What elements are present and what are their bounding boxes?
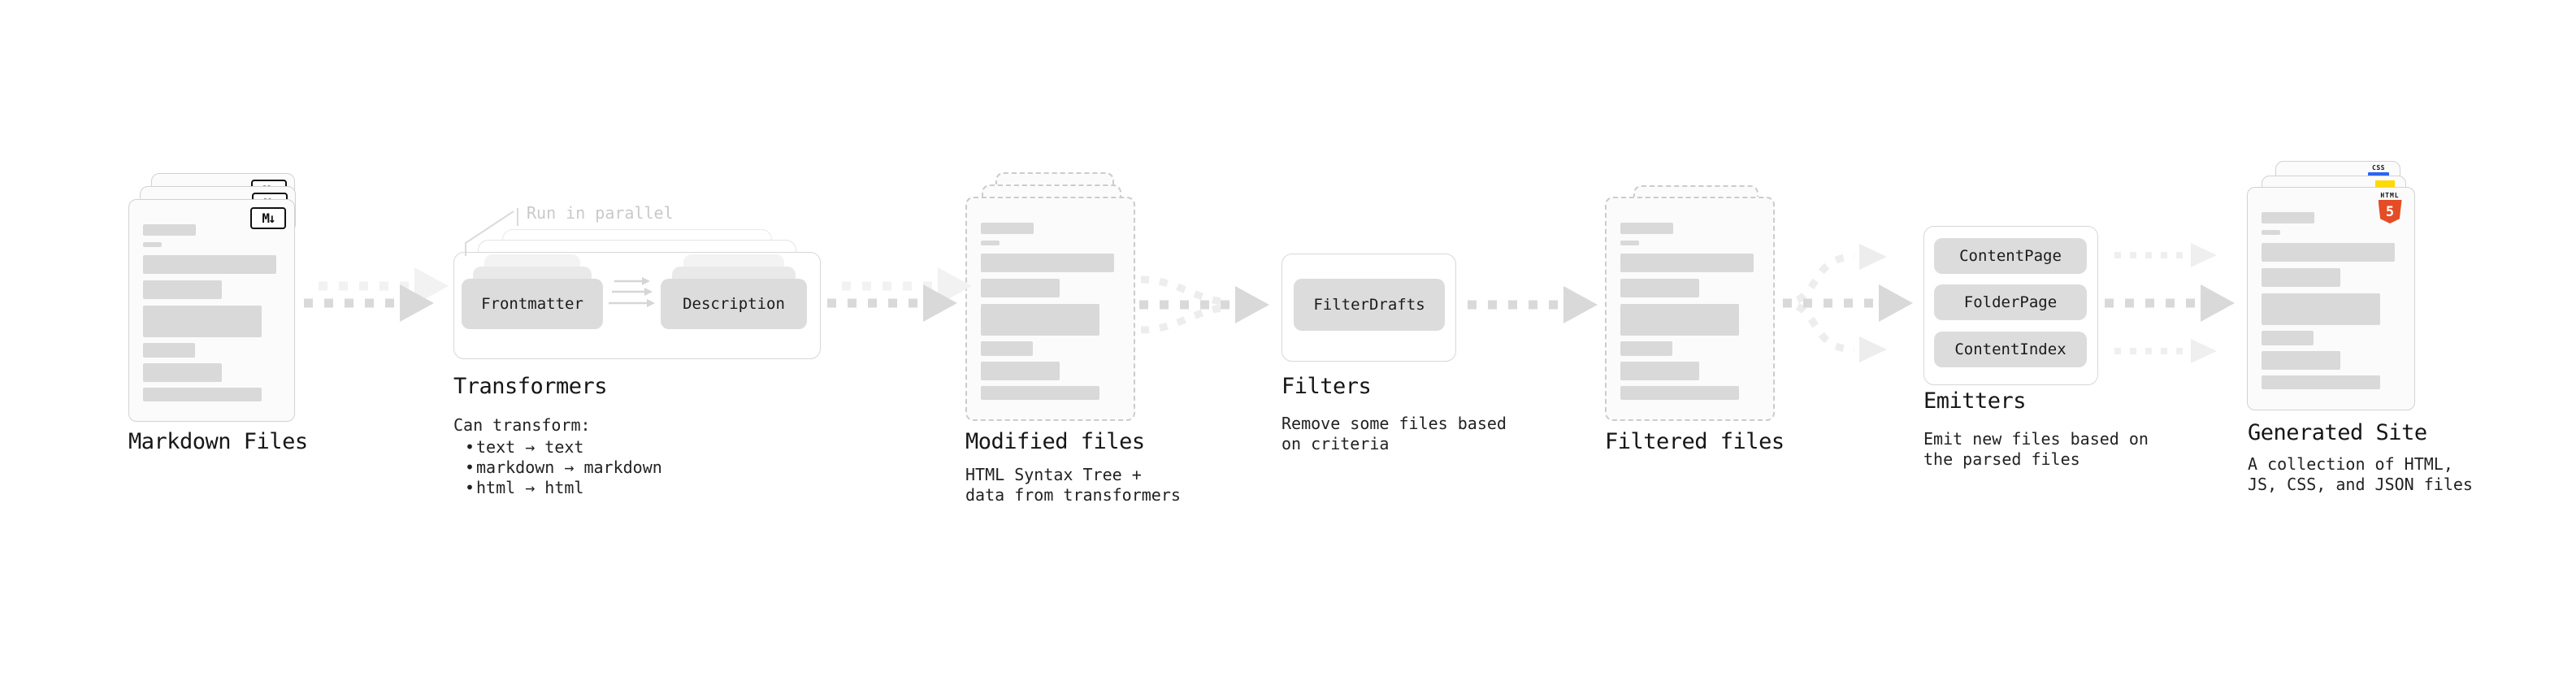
text-placeholder-bar [2262,351,2340,370]
text-placeholder-bar [2262,243,2395,262]
text-placeholder-bar [981,341,1033,356]
text-placeholder-bar [143,255,276,274]
text-placeholder-bar [1620,304,1739,336]
text-placeholder-bar [143,363,222,382]
filters-desc-line2: on criteria [1281,434,1390,453]
bullet-icon: • [465,437,475,457]
bullet-text: text → text [476,437,584,457]
emitters-desc-line1: Emit new files based on [1923,429,2149,449]
stage-title-modified-files: Modified files [965,429,1145,454]
file-card-front: M↓ [128,199,295,422]
arrow-filtered-files-to-emitters [1783,244,1913,362]
stage-title-generated-site: Generated Site [2248,420,2427,445]
html5-icon: HTML 5 [2376,192,2404,223]
text-placeholder-bar [981,304,1099,336]
pill-folderpage: FolderPage [1934,284,2087,320]
text-placeholder-bar [981,223,1034,234]
text-placeholder-bar [1620,341,1672,356]
text-placeholder-bar [981,279,1060,297]
bullet-icon: • [465,458,475,477]
arrow-emitters-to-generated-site [2105,243,2235,363]
text-placeholder-bar [1620,223,1673,234]
arrow-filters-to-filtered-files [1468,286,1598,323]
css-icon: CSS [2368,165,2389,176]
text-placeholder-bar [981,362,1060,380]
arrow-markdown-to-transformers [304,267,449,322]
text-placeholder-bar [2262,375,2380,389]
text-placeholder-bar [1620,279,1699,297]
modified-files-desc-line2: data from transformers [965,485,1181,505]
text-placeholder-bar [2262,268,2340,287]
pill-contentindex: ContentIndex [1934,332,2087,367]
text-placeholder-bar [143,343,195,358]
markdown-icon-label: M↓ [262,210,275,226]
stage-title-emitters: Emitters [1923,388,2027,414]
text-placeholder-bar [981,241,1000,245]
html5-icon-digit: 5 [2385,203,2395,220]
text-placeholder-bar [1620,254,1754,272]
markdown-icon: M↓ [250,207,286,229]
html5-icon-label: HTML [2380,192,2400,199]
text-placeholder-bar [1620,386,1739,400]
html5-icon-shield: 5 [2378,200,2402,223]
text-placeholder-bar [981,386,1099,400]
filters-desc-line1: Remove some files based [1281,414,1507,433]
emitters-desc-line2: the parsed files [1923,449,2080,469]
arrow-transformers-to-modified-files [827,267,972,322]
transformers-bullet-item: • markdown → markdown [465,458,662,478]
bullet-text: markdown → markdown [476,458,662,477]
text-placeholder-bar [143,388,262,401]
arrow-modified-files-to-filters [1139,275,1269,334]
pill-frontmatter: Frontmatter [462,279,603,329]
text-placeholder-bar [143,242,162,247]
text-placeholder-bar [143,306,262,337]
bullet-text: html → html [476,478,584,497]
file-card-front [2247,187,2415,410]
text-placeholder-bar [2262,331,2314,345]
pill-contentpage: ContentPage [1934,238,2087,274]
stage-title-filtered-files: Filtered files [1605,429,1785,454]
stage-title-markdown-files: Markdown Files [128,429,308,454]
file-card-front [1605,197,1775,421]
file-card-front [965,197,1135,421]
bullet-icon: • [465,478,475,497]
pill-filterdrafts: FilterDrafts [1294,279,1445,331]
css-icon-bar [2368,172,2389,176]
text-placeholder-bar [1620,362,1699,380]
run-in-parallel-note: Run in parallel [527,203,674,223]
text-placeholder-bar [981,254,1114,272]
stage-title-transformers: Transformers [453,374,608,399]
generated-site-desc-line1: A collection of HTML, [2248,454,2453,474]
generated-site-desc-line2: JS, CSS, and JSON files [2248,475,2473,494]
transformers-bullet-item: • html → html [465,478,583,498]
text-placeholder-bar [1620,241,1639,245]
css-icon-label: CSS [2372,164,2385,171]
modified-files-desc-line1: HTML Syntax Tree + [965,465,1142,484]
stage-title-filters: Filters [1281,374,1372,399]
text-placeholder-bar [143,224,196,236]
text-placeholder-bar [2262,212,2314,223]
text-placeholder-bar [143,280,222,299]
transformers-bullet-item: • text → text [465,437,583,458]
text-placeholder-bar [2262,230,2280,235]
transformers-desc-heading: Can transform: [453,415,591,435]
pill-description: Description [661,279,807,329]
text-placeholder-bar [2262,293,2380,325]
